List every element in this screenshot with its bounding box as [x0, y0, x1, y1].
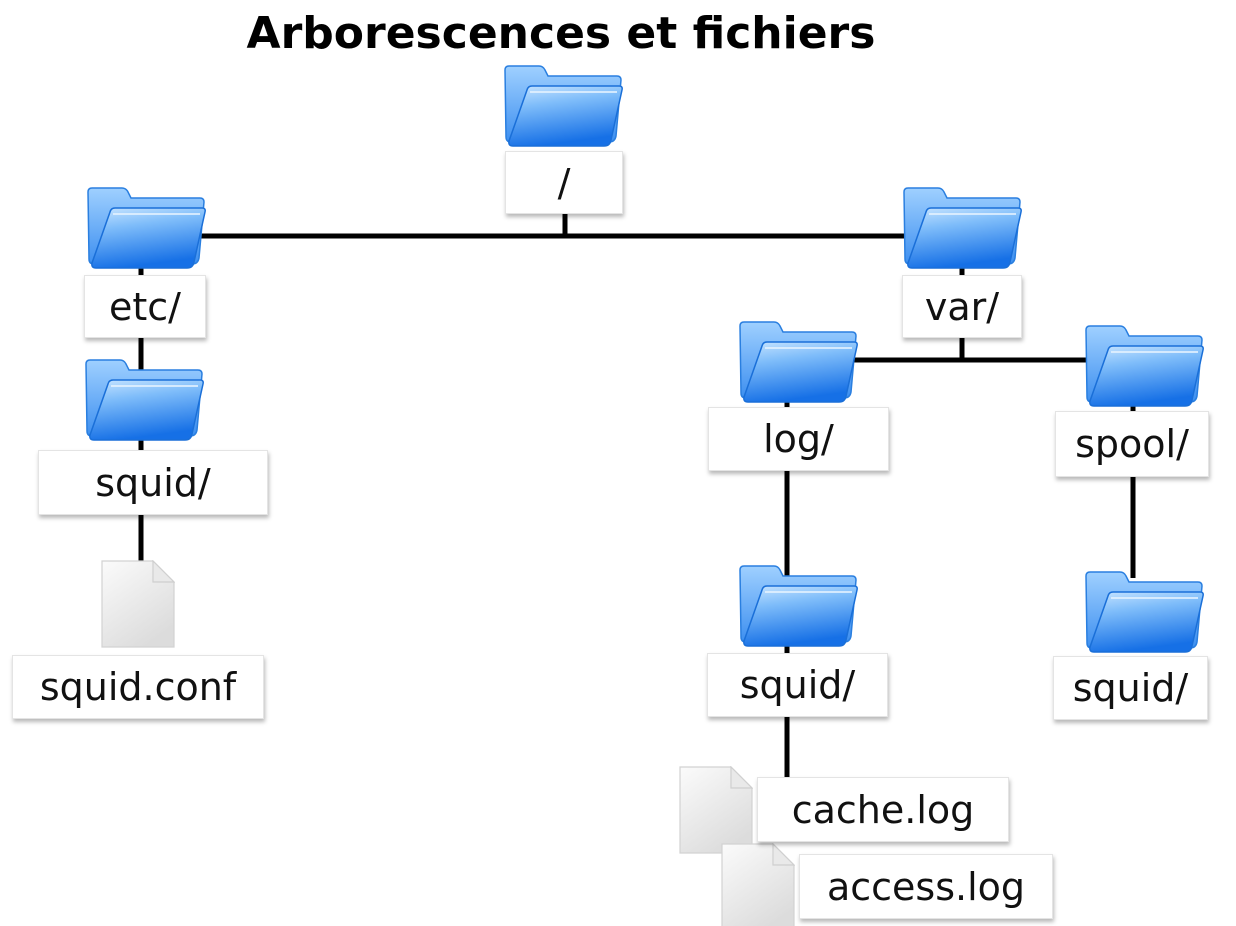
file-icon — [679, 766, 753, 854]
folder-icon — [87, 187, 206, 269]
folder-icon — [739, 565, 858, 647]
node-spool: spool/ — [1055, 411, 1209, 477]
folder-icon — [85, 359, 204, 441]
node-spool-squid: squid/ — [1053, 656, 1208, 720]
folder-icon — [504, 65, 623, 147]
folder-icon — [1085, 325, 1204, 407]
node-log-squid: squid/ — [707, 653, 888, 717]
node-root: / — [505, 151, 623, 214]
file-icon — [721, 843, 795, 926]
node-squid-conf: squid.conf — [12, 655, 264, 719]
folder-icon — [1085, 571, 1204, 653]
node-cache-log: cache.log — [757, 777, 1009, 842]
folder-icon — [903, 187, 1022, 269]
node-etc: etc/ — [84, 275, 206, 338]
node-access-log: access.log — [799, 854, 1053, 919]
node-etc-squid: squid/ — [38, 450, 268, 515]
node-log: log/ — [708, 407, 889, 471]
node-var: var/ — [902, 275, 1022, 338]
diagram-title: Arborescences et fichiers — [246, 8, 876, 59]
folder-icon — [739, 321, 858, 403]
file-icon — [101, 560, 175, 648]
